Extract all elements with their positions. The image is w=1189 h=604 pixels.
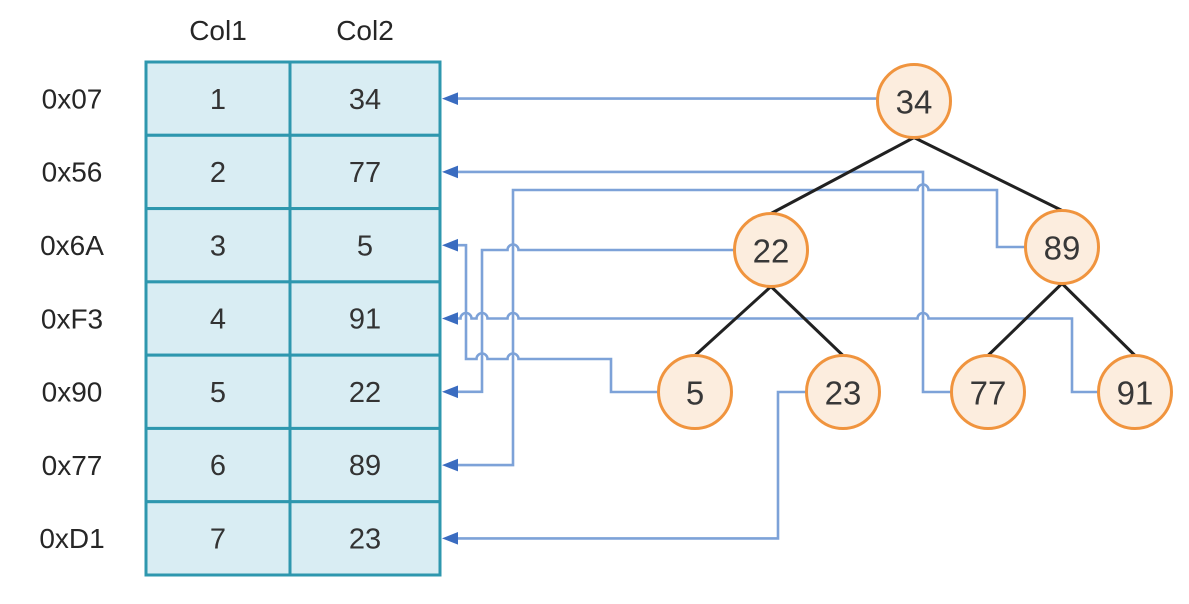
arrowhead-icon bbox=[442, 238, 458, 252]
cell-col1-value: 2 bbox=[210, 157, 226, 189]
connector-77-to-0x56 bbox=[442, 165, 951, 394]
tree-node-circle bbox=[805, 354, 881, 430]
tree-node-value: 23 bbox=[825, 375, 862, 412]
table-row-0xD1: 0xD1 7 23 bbox=[39, 500, 442, 577]
cell-col1 bbox=[144, 133, 292, 211]
arrowhead-icon bbox=[442, 532, 458, 545]
connector-line bbox=[457, 311, 1098, 394]
tree-node-23: 23 bbox=[805, 354, 881, 430]
cell-col1 bbox=[144, 60, 292, 137]
tree-edge-34-22 bbox=[770, 136, 915, 215]
connector-line bbox=[457, 390, 806, 540]
arrowhead-icon bbox=[442, 458, 458, 472]
row-address-label: 0x77 bbox=[42, 450, 103, 481]
cell-col2 bbox=[288, 133, 442, 211]
cell-col2 bbox=[288, 500, 442, 577]
tree-edge-22-23 bbox=[769, 285, 845, 357]
connector-line bbox=[457, 243, 734, 394]
tree-node-22: 22 bbox=[733, 212, 809, 288]
arrowhead-icon bbox=[442, 312, 458, 325]
table-row-0x56: 0x56 2 77 bbox=[42, 133, 442, 211]
connector-line bbox=[457, 183, 1025, 467]
connector-line bbox=[457, 243, 658, 394]
cell-col1-value: 1 bbox=[210, 84, 226, 116]
cell-col2-value: 91 bbox=[349, 304, 381, 336]
connector-23-to-0xD1 bbox=[442, 390, 806, 545]
row-address-label: 0xD1 bbox=[39, 523, 104, 554]
cell-col1-value: 6 bbox=[210, 450, 226, 482]
address-table: Col1 Col2 0x07 1 34 0x56 2 77 0x6A 3 5 0xF3 4 91 0x90 5… bbox=[39, 15, 442, 577]
cell-col1-value: 4 bbox=[210, 304, 226, 336]
cell-col2 bbox=[288, 207, 442, 284]
tree-node-89: 89 bbox=[1024, 209, 1100, 285]
row-address-label: 0x56 bbox=[42, 157, 103, 188]
table-row-0x07: 0x07 1 34 bbox=[42, 60, 442, 137]
column-header-col2: Col2 bbox=[336, 15, 394, 46]
tree-node-value: 77 bbox=[970, 375, 1007, 412]
tree-edge-22-5 bbox=[693, 285, 773, 357]
connector-91-to-0xF3 bbox=[442, 311, 1098, 394]
tree-node-value: 5 bbox=[686, 375, 704, 412]
cell-col1 bbox=[144, 280, 292, 357]
cell-col1 bbox=[144, 353, 292, 430]
tree-node-circle bbox=[876, 63, 952, 139]
tree-node-77: 77 bbox=[950, 354, 1026, 430]
tree-node-5: 5 bbox=[657, 354, 733, 430]
cell-col1-value: 5 bbox=[210, 377, 226, 409]
connector-34-to-0x07 bbox=[442, 92, 877, 105]
connector-line bbox=[457, 170, 951, 394]
column-header-col1: Col1 bbox=[189, 15, 247, 46]
cell-col2 bbox=[288, 426, 442, 504]
cell-col2-value: 89 bbox=[349, 450, 381, 482]
arrowhead-icon bbox=[442, 385, 458, 399]
connector-89-to-0x77 bbox=[442, 183, 1025, 472]
table-row-0x77: 0x77 6 89 bbox=[42, 426, 442, 504]
tree-node-91: 91 bbox=[1097, 354, 1173, 430]
tree-node-value: 89 bbox=[1044, 230, 1081, 267]
arrowhead-icon bbox=[442, 165, 458, 179]
connectors bbox=[442, 92, 1098, 545]
tree-node-34: 34 bbox=[876, 63, 952, 139]
row-address-label: 0x6A bbox=[40, 230, 104, 261]
tree-node-value: 34 bbox=[896, 84, 933, 121]
tree-node-circle bbox=[1024, 209, 1100, 285]
connector-22-to-0x90 bbox=[442, 243, 734, 399]
cell-col1-value: 7 bbox=[210, 524, 226, 556]
cell-col2 bbox=[288, 280, 442, 357]
cell-col2-value: 77 bbox=[349, 157, 381, 189]
table-row-0x90: 0x90 5 22 bbox=[42, 353, 442, 430]
row-address-label: 0x07 bbox=[42, 83, 103, 114]
cell-col2-value: 22 bbox=[349, 377, 381, 409]
table-row-0xF3: 0xF3 4 91 bbox=[41, 280, 442, 357]
tree-node-circle bbox=[733, 212, 809, 288]
cell-col2-value: 5 bbox=[357, 230, 373, 262]
cell-col1-value: 3 bbox=[210, 230, 226, 262]
tree-node-circle bbox=[950, 354, 1026, 430]
tree-node-value: 91 bbox=[1117, 375, 1154, 412]
binary-tree: 34 22 89 5 23 77 91 bbox=[657, 63, 1173, 430]
tree-node-value: 22 bbox=[753, 233, 790, 270]
arrowhead-icon bbox=[442, 92, 458, 105]
tree-edge-89-91 bbox=[1060, 282, 1137, 357]
row-address-label: 0x90 bbox=[42, 377, 103, 408]
connector-5-to-0x6A bbox=[442, 238, 658, 394]
tree-node-circle bbox=[657, 354, 733, 430]
cell-col2-value: 23 bbox=[349, 524, 381, 556]
cell-col1 bbox=[144, 500, 292, 577]
table-row-0x6A: 0x6A 3 5 bbox=[40, 207, 442, 284]
cell-col2-value: 34 bbox=[349, 84, 381, 116]
row-address-label: 0xF3 bbox=[41, 303, 103, 334]
tree-edge-34-89 bbox=[913, 136, 1063, 212]
tree-node-circle bbox=[1097, 354, 1173, 430]
tree-edges bbox=[693, 136, 1137, 357]
tree-edge-89-77 bbox=[986, 282, 1064, 357]
